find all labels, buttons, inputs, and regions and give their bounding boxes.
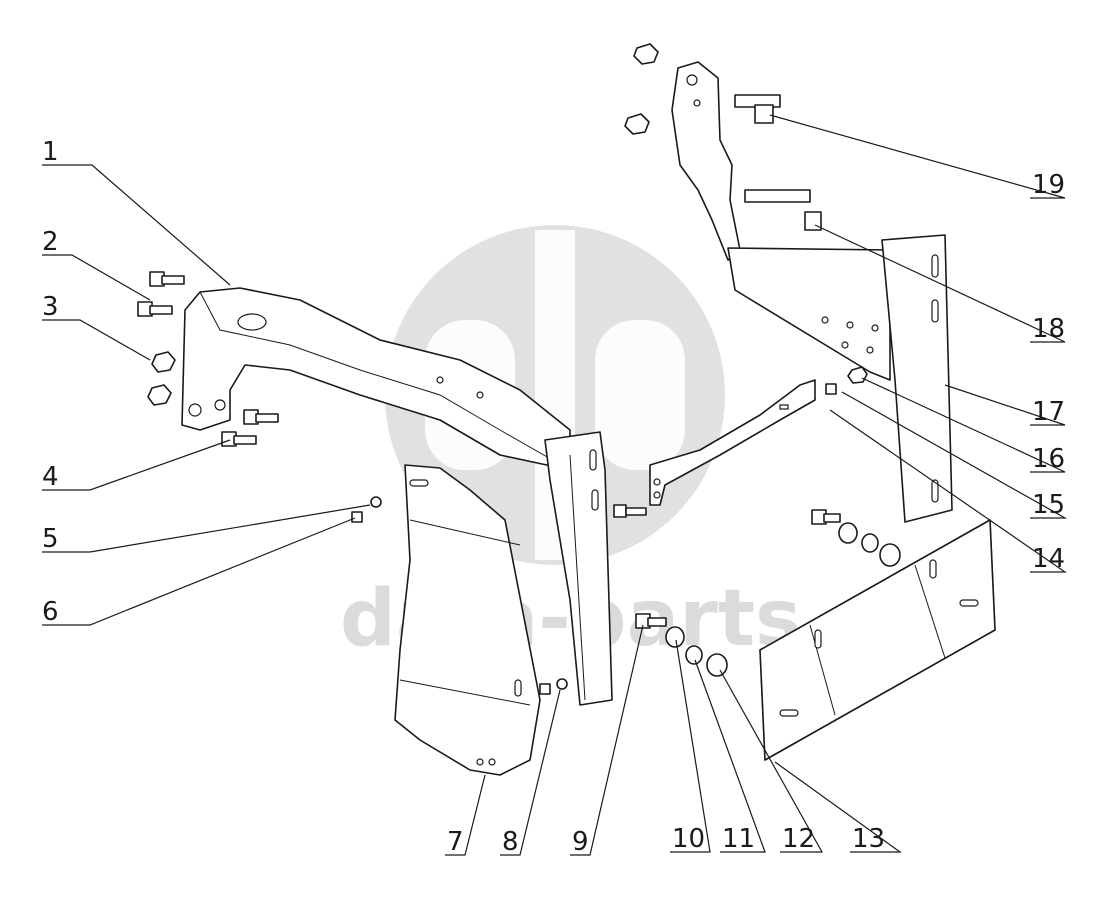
callout-4: 4 [42, 462, 59, 492]
callout-6: 6 [42, 597, 59, 627]
upper-hitch-frame [624, 43, 953, 523]
small-fasteners [351, 496, 568, 695]
callout-13: 13 [852, 824, 885, 854]
guard-plate [394, 464, 541, 776]
callout-5: 5 [42, 524, 59, 554]
callout-7: 7 [447, 827, 464, 857]
callout-10: 10 [672, 824, 705, 854]
callout-14: 14 [1032, 544, 1065, 574]
callout-8: 8 [502, 827, 519, 857]
callout-9: 9 [572, 827, 589, 857]
support-bracket [613, 379, 816, 518]
callout-3: 3 [42, 292, 59, 322]
front-beam [181, 287, 571, 471]
lower-fasteners [635, 613, 728, 677]
callout-12: 12 [782, 824, 815, 854]
callout-16: 16 [1032, 444, 1065, 474]
callout-18: 18 [1032, 314, 1065, 344]
callout-2: 2 [42, 227, 59, 257]
rear-guard-plate [759, 509, 996, 761]
callout-1: 1 [42, 137, 59, 167]
leader-lines [42, 114, 1068, 856]
beam-fasteners [137, 271, 279, 447]
callout-11: 11 [722, 824, 755, 854]
beam-leg [544, 431, 613, 706]
callout-labels: 1 2 3 4 5 6 7 8 9 10 11 12 13 14 15 16 1… [42, 137, 1065, 857]
callout-19: 19 [1032, 170, 1065, 200]
callout-17: 17 [1032, 397, 1065, 427]
callout-15: 15 [1032, 490, 1065, 520]
